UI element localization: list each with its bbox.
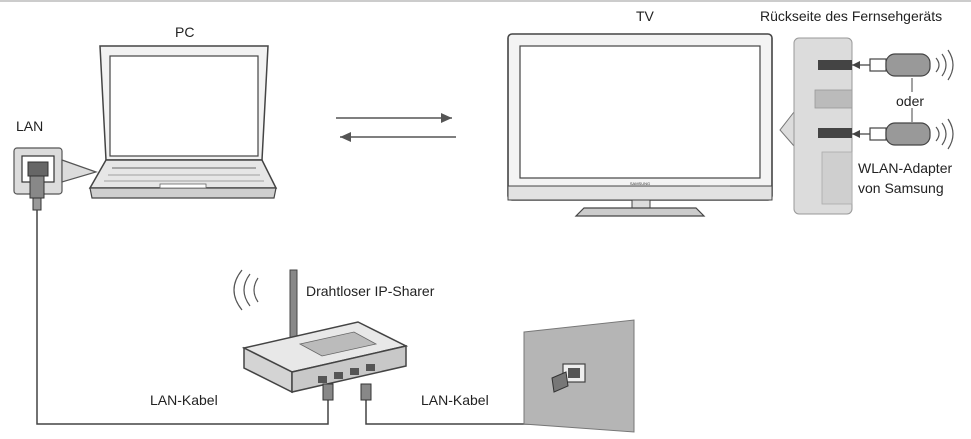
tv-brand-text: SAMSUNG	[630, 181, 650, 186]
lan-label: LAN	[16, 118, 44, 134]
usb-adapter-bottom-icon	[852, 118, 954, 150]
router-icon	[233, 269, 409, 401]
lan-cable-left-label: LAN-Kabel	[150, 392, 218, 408]
wlan-adapter-label-line2: von Samsung	[858, 180, 944, 196]
tv-label: TV	[636, 8, 654, 24]
data-transfer-arrows	[336, 113, 456, 142]
lan-cable-right-label: LAN-Kabel	[421, 392, 489, 408]
wlan-adapter-label-line1: WLAN-Adapter	[858, 160, 953, 176]
lan-cable-left-line	[36, 210, 329, 425]
laptop-icon	[88, 45, 278, 199]
lan-port-callout	[13, 147, 98, 195]
router-label: Drahtloser IP-Sharer	[306, 283, 435, 299]
oder-label: oder	[896, 93, 925, 109]
tv-back-label: Rückseite des Fernsehgeräts	[760, 8, 943, 24]
wall-outlet-icon	[523, 319, 635, 433]
usb-adapter-top-icon	[852, 49, 954, 81]
tv-back-panel	[779, 37, 853, 215]
pc-label: PC	[175, 24, 195, 40]
lan-plug-icon	[29, 175, 45, 211]
tv-icon	[507, 33, 773, 217]
